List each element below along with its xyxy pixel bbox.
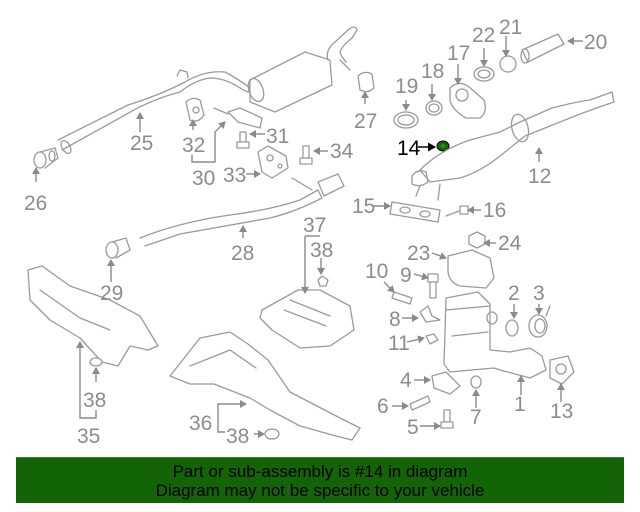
callout-19[interactable]: 19	[395, 75, 418, 98]
part-35-heat-shield	[27, 265, 159, 367]
part-18-gasket	[425, 100, 443, 116]
callout-31[interactable]: 31	[266, 125, 289, 148]
part-26-clamp	[33, 147, 59, 169]
callout-2[interactable]: 2	[508, 282, 520, 305]
callout-27[interactable]: 27	[354, 110, 377, 133]
callout-38-c[interactable]: 38	[226, 425, 249, 448]
part-17-flange	[449, 82, 486, 119]
part-13-gasket	[549, 355, 575, 385]
part-20-pipe	[520, 33, 565, 64]
callout-5[interactable]: 5	[407, 416, 419, 439]
info-banner: Part or sub-assembly is #14 in diagram D…	[16, 457, 624, 503]
part-12-catalytic-converter	[411, 91, 615, 201]
part-16-bolt	[445, 205, 469, 217]
banner-part-note: Part or sub-assembly is #14 in diagram	[172, 461, 468, 481]
callout-9[interactable]: 9	[400, 264, 412, 287]
leader-lines	[32, 36, 583, 438]
part-5-bolt	[440, 409, 454, 429]
callout-25[interactable]: 25	[130, 132, 153, 155]
part-23-heat-shield	[447, 249, 495, 289]
part-14-highlighted[interactable]	[436, 140, 450, 152]
callout-4[interactable]: 4	[400, 369, 412, 392]
part-19-clamp	[393, 111, 419, 129]
part-9-bolt	[427, 273, 439, 299]
callout-11[interactable]: 11	[388, 332, 410, 355]
part-30-bracket	[213, 107, 263, 129]
callout-8[interactable]: 8	[389, 308, 401, 331]
callout-26[interactable]: 26	[24, 192, 47, 215]
callout-3[interactable]: 3	[533, 282, 545, 305]
part-muffler	[247, 26, 358, 113]
callout-33[interactable]: 33	[223, 164, 246, 187]
callout-36[interactable]: 36	[189, 412, 212, 435]
part-3-clamp	[528, 305, 551, 338]
part-38-grommet-b	[317, 275, 329, 287]
callout-18[interactable]: 18	[421, 60, 444, 83]
callout-labels: 1 2 3 4 5 6 7 8 9 10 11 12 13 14 15 16 1…	[24, 16, 607, 448]
part-7-nut	[470, 375, 482, 389]
part-6-stud	[409, 395, 431, 411]
callout-12[interactable]: 12	[528, 165, 551, 188]
callout-14-highlighted[interactable]: 14	[397, 137, 421, 160]
callout-20[interactable]: 20	[584, 31, 607, 54]
callout-13[interactable]: 13	[550, 400, 573, 423]
callout-38-a[interactable]: 38	[83, 389, 106, 412]
callout-17[interactable]: 17	[447, 42, 470, 65]
callout-15[interactable]: 15	[352, 195, 375, 218]
callout-16[interactable]: 16	[483, 199, 506, 222]
callout-24[interactable]: 24	[498, 232, 522, 255]
callout-28[interactable]: 28	[231, 242, 254, 265]
callout-34[interactable]: 34	[330, 140, 354, 163]
part-32-hanger	[185, 97, 205, 122]
part-2-ring	[505, 319, 519, 337]
part-24-nut	[468, 231, 486, 249]
callout-35[interactable]: 35	[77, 425, 100, 448]
part-36-heat-shield	[169, 331, 361, 441]
part-22-clamp	[473, 66, 495, 82]
part-31-bolt	[236, 131, 250, 149]
callout-32[interactable]: 32	[182, 134, 205, 157]
callout-30[interactable]: 30	[192, 167, 215, 190]
callout-7[interactable]: 7	[470, 406, 482, 429]
part-38-grommet-a	[89, 357, 103, 367]
callout-37[interactable]: 37	[303, 214, 326, 237]
part-21-ring	[499, 55, 517, 73]
banner-disclaimer: Diagram may not be specific to your vehi…	[155, 480, 485, 500]
part-34-bolt	[299, 145, 313, 165]
part-37-heat-shield	[259, 289, 355, 349]
part-29-clamp	[105, 237, 131, 259]
callout-22[interactable]: 22	[472, 24, 495, 47]
part-10-stud	[391, 291, 413, 305]
part-33-bracket	[257, 145, 289, 179]
part-11-plug	[425, 333, 439, 345]
part-15-gasket	[389, 201, 441, 223]
part-8-bracket	[419, 305, 441, 323]
callout-1[interactable]: 1	[514, 393, 526, 416]
exhaust-parts-diagram: 1 2 3 4 5 6 7 8 9 10 11 12 13 14 15 16 1…	[24, 16, 615, 448]
part-38-grommet-c	[264, 428, 280, 440]
callout-23[interactable]: 23	[407, 242, 430, 265]
part-4-bracket	[431, 371, 461, 395]
callout-21[interactable]: 21	[499, 16, 522, 39]
part-27-hanger	[357, 71, 375, 93]
callout-29[interactable]: 29	[100, 282, 123, 305]
callout-10[interactable]: 10	[365, 260, 388, 283]
callout-6[interactable]: 6	[377, 395, 389, 418]
part-1-particulate-filter	[443, 291, 547, 379]
part-28-rear-pipe	[139, 173, 345, 247]
callout-38-b[interactable]: 38	[310, 239, 333, 262]
